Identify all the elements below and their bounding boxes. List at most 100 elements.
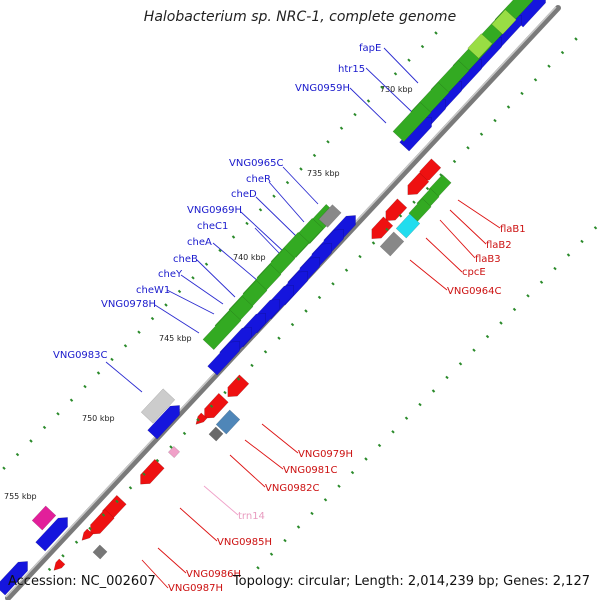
scale-dot — [412, 200, 416, 204]
scale-dot — [553, 266, 557, 271]
cog-bar-14[interactable] — [202, 309, 242, 351]
gene-label-VNG0983C[interactable]: VNG0983C — [53, 350, 108, 361]
gene-label-trn14[interactable]: trn14 — [238, 511, 265, 522]
reverse-gene-4[interactable] — [371, 216, 394, 240]
scale-dot — [142, 472, 146, 476]
scale-dot — [42, 425, 47, 430]
gene-label-flaB3[interactable]: flaB3 — [475, 254, 501, 265]
gene-label-cheD[interactable]: cheD — [231, 189, 257, 200]
scale-dot — [29, 439, 33, 443]
gene-label-flaB1[interactable]: flaB1 — [500, 224, 526, 235]
reverse-gene-6[interactable] — [204, 392, 229, 419]
cpcE-feature[interactable] — [395, 213, 421, 239]
scale-dot — [339, 126, 344, 130]
gene-label-cheA[interactable]: cheA — [187, 237, 212, 248]
scale-dot — [407, 58, 411, 62]
gene-label-VNG0969H[interactable]: VNG0969H — [187, 205, 242, 216]
reverse-gene-8[interactable] — [140, 458, 165, 485]
scale-dot — [283, 538, 287, 543]
gene-label-VNG0979H[interactable]: VNG0979H — [298, 449, 353, 460]
grey-feature-1[interactable] — [318, 204, 342, 228]
scale-dot — [337, 484, 341, 488]
forward-gene-19[interactable] — [35, 517, 68, 552]
scale-dot — [74, 540, 79, 544]
feature-layer — [0, 0, 546, 596]
reverse-gene-9[interactable] — [90, 508, 115, 535]
scale-dot — [434, 31, 438, 35]
scale-dot — [366, 99, 371, 103]
scale-dot — [431, 389, 436, 393]
gene-label-VNG0964C[interactable]: VNG0964C — [447, 286, 502, 297]
grey-feature-2[interactable] — [140, 388, 176, 424]
gene-label-VNG0987H[interactable]: VNG0987H — [168, 583, 223, 594]
gene-label-fapE[interactable]: fapE — [359, 43, 381, 54]
gene-label-VNG0959H[interactable]: VNG0959H — [295, 83, 350, 94]
cog-bar-light-1[interactable] — [491, 9, 517, 35]
forward-gene-20[interactable] — [0, 561, 28, 596]
scale-dot — [506, 105, 511, 109]
scale-dot — [258, 208, 263, 212]
scale-dot — [377, 443, 382, 448]
scale-dot — [61, 554, 65, 558]
forward-label-leaders — [105, 47, 419, 393]
reverse-gene-2[interactable] — [407, 172, 430, 196]
scale-dot — [323, 498, 328, 502]
scale-dot — [371, 241, 376, 245]
scale-dot — [310, 511, 314, 516]
red-small-2[interactable] — [81, 528, 94, 541]
scale-dot — [169, 445, 173, 449]
gene-label-cheW1[interactable]: cheW1 — [136, 285, 170, 296]
grey-feature-4[interactable] — [92, 544, 108, 560]
scale-dot — [593, 226, 598, 230]
scale-dot — [128, 486, 133, 490]
scale-dot — [2, 466, 6, 470]
scale-dot — [512, 307, 517, 312]
gene-label-cheC1[interactable]: cheC1 — [197, 221, 228, 232]
red-small-3[interactable] — [53, 558, 66, 571]
scale-dot — [177, 289, 182, 294]
scale-dot — [393, 72, 398, 76]
cog-bar-light-2[interactable] — [467, 33, 493, 59]
reverse-gene-5[interactable] — [227, 374, 250, 398]
scale-dot — [380, 85, 384, 90]
steel-feature[interactable] — [215, 409, 241, 435]
scale-dot — [150, 316, 155, 321]
magenta-feature[interactable] — [31, 505, 57, 531]
tick-label-745: 745 kbp — [159, 334, 192, 343]
tick-label-750: 750 kbp — [82, 414, 115, 423]
scale-dot — [299, 167, 303, 171]
forward-gene-17[interactable] — [207, 341, 240, 376]
tick-label-755: 755 kbp — [4, 492, 37, 501]
gene-label-flaB2[interactable]: flaB2 — [486, 240, 512, 251]
scale-dot — [485, 334, 490, 339]
reverse-gene-3[interactable] — [385, 198, 408, 222]
scale-dot — [472, 348, 476, 352]
forward-gene-18[interactable] — [147, 405, 180, 440]
gene-label-VNG0986H[interactable]: VNG0986H — [186, 569, 241, 580]
gene-label-VNG0985H[interactable]: VNG0985H — [217, 537, 272, 548]
scale-dot — [285, 180, 290, 185]
scale-dot — [398, 214, 403, 218]
gene-label-cheR[interactable]: cheR — [246, 174, 271, 185]
gene-label-VNG0978H[interactable]: VNG0978H — [101, 299, 156, 310]
gene-label-cheY[interactable]: cheY — [158, 269, 183, 280]
scale-dot — [533, 78, 538, 82]
gene-label-VNG0981C[interactable]: VNG0981C — [283, 465, 338, 476]
VNG0964C-feature[interactable] — [379, 231, 405, 257]
scale-dot — [312, 153, 317, 158]
gene-label-htr15[interactable]: htr15 — [338, 64, 365, 75]
gene-label-cpcE[interactable]: cpcE — [462, 267, 486, 278]
scale-dot — [304, 309, 308, 313]
trna-feature[interactable] — [167, 445, 181, 459]
scale-dot — [204, 262, 209, 266]
cog-bar-6[interactable] — [392, 101, 432, 143]
gene-label-VNG0982C[interactable]: VNG0982C — [265, 483, 320, 494]
red-small-1[interactable] — [195, 412, 208, 425]
grey-feature-3[interactable] — [208, 426, 224, 442]
scale-dot — [83, 384, 87, 389]
scale-dot — [290, 322, 295, 327]
scale-dot — [269, 552, 274, 556]
gene-label-VNG0965C[interactable]: VNG0965C — [229, 158, 284, 169]
gene-label-cheB[interactable]: cheB — [173, 254, 198, 265]
